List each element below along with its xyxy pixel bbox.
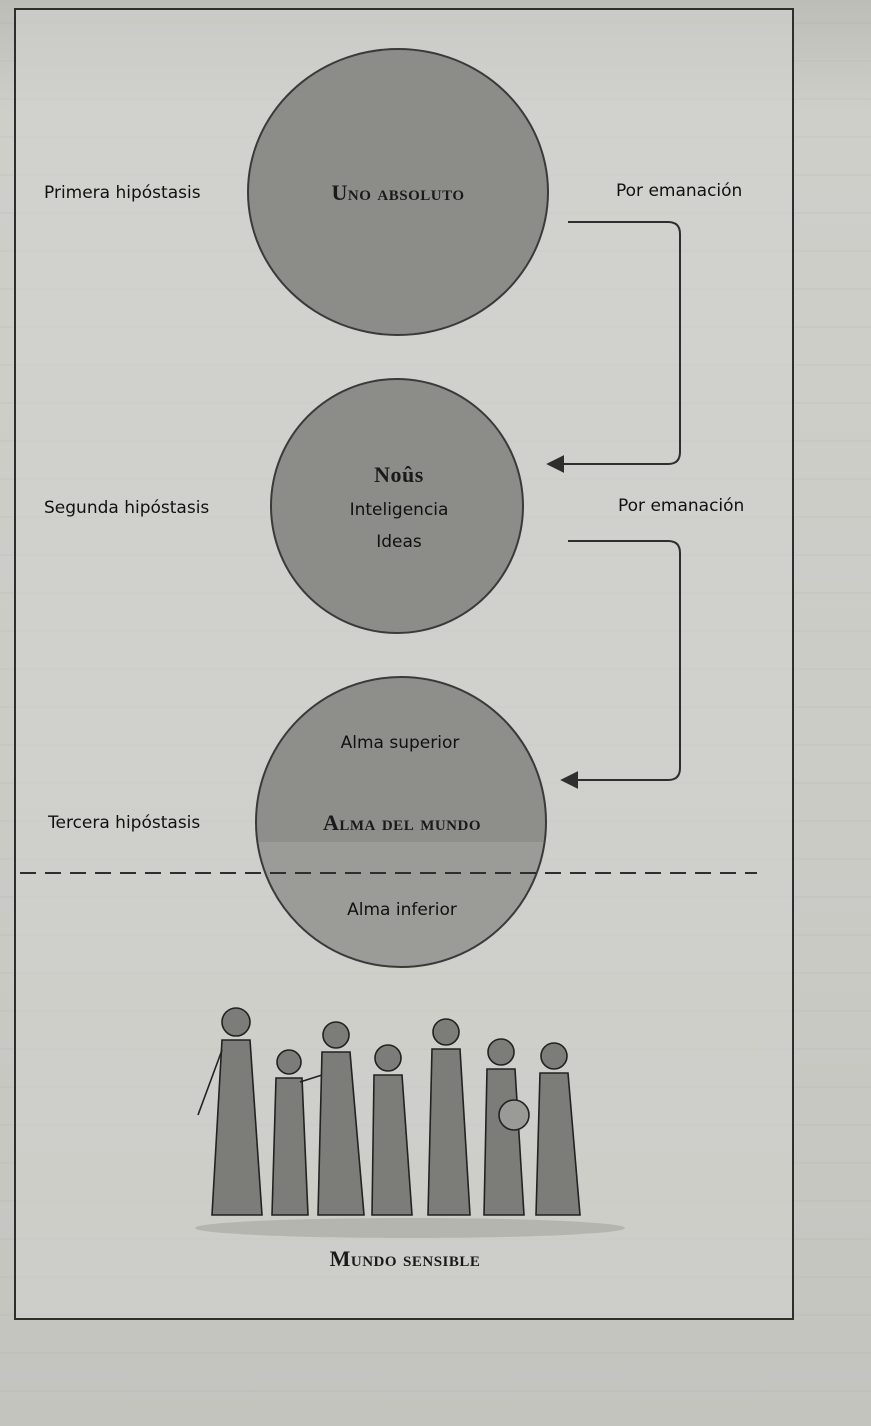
- primera-hipostasis-label: Primera hipóstasis: [44, 183, 201, 203]
- tercera-hipostasis-label: Tercera hipóstasis: [48, 813, 201, 833]
- alma-del-mundo-circle: [255, 676, 547, 968]
- uno-absoluto-title: Uno absoluto: [331, 180, 465, 205]
- alma-superior-line: Alma superior: [340, 733, 460, 753]
- alma-inferior-line: Alma inferior: [347, 900, 457, 920]
- ideas-line: Ideas: [376, 532, 422, 552]
- nous-circle: [270, 378, 524, 634]
- people-illustration: [195, 1007, 625, 1238]
- emanation-label-2: Por emanación: [618, 496, 745, 516]
- nous-title: Noûs: [374, 462, 424, 487]
- alma-del-mundo-title: Alma del mundo: [322, 810, 482, 835]
- emanation-label-1: Por emanación: [616, 181, 743, 201]
- inteligencia-line: Inteligencia: [349, 500, 449, 520]
- uno-absoluto-circle: [247, 48, 549, 336]
- segunda-hipostasis-label: Segunda hipóstasis: [44, 498, 210, 518]
- emanation-arrow-2: [560, 540, 681, 789]
- emanation-arrow-1: [546, 221, 681, 473]
- mundo-sensible-title: Mundo sensible: [329, 1246, 481, 1271]
